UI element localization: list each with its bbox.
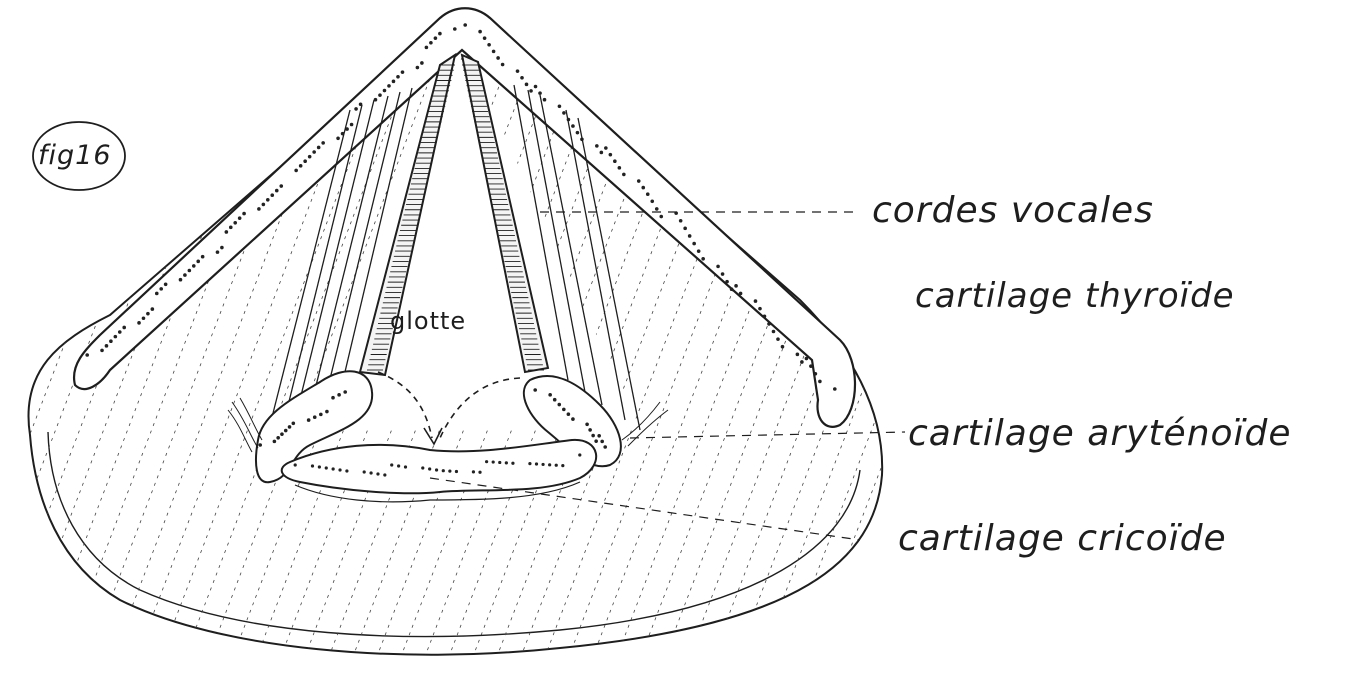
label-cartilage-arytenoide: cartilage aryténoïde xyxy=(908,413,1292,454)
label-cartilage-cricoide: cartilage cricoïde xyxy=(898,518,1227,559)
label-cordes-vocales: cordes vocales xyxy=(872,190,1154,231)
label-glotte: glotte xyxy=(390,307,466,335)
figure-number: fig16 xyxy=(38,140,112,171)
cricoid-ring xyxy=(282,440,596,502)
label-cartilage-thyroide: cartilage thyroïde xyxy=(915,276,1235,316)
